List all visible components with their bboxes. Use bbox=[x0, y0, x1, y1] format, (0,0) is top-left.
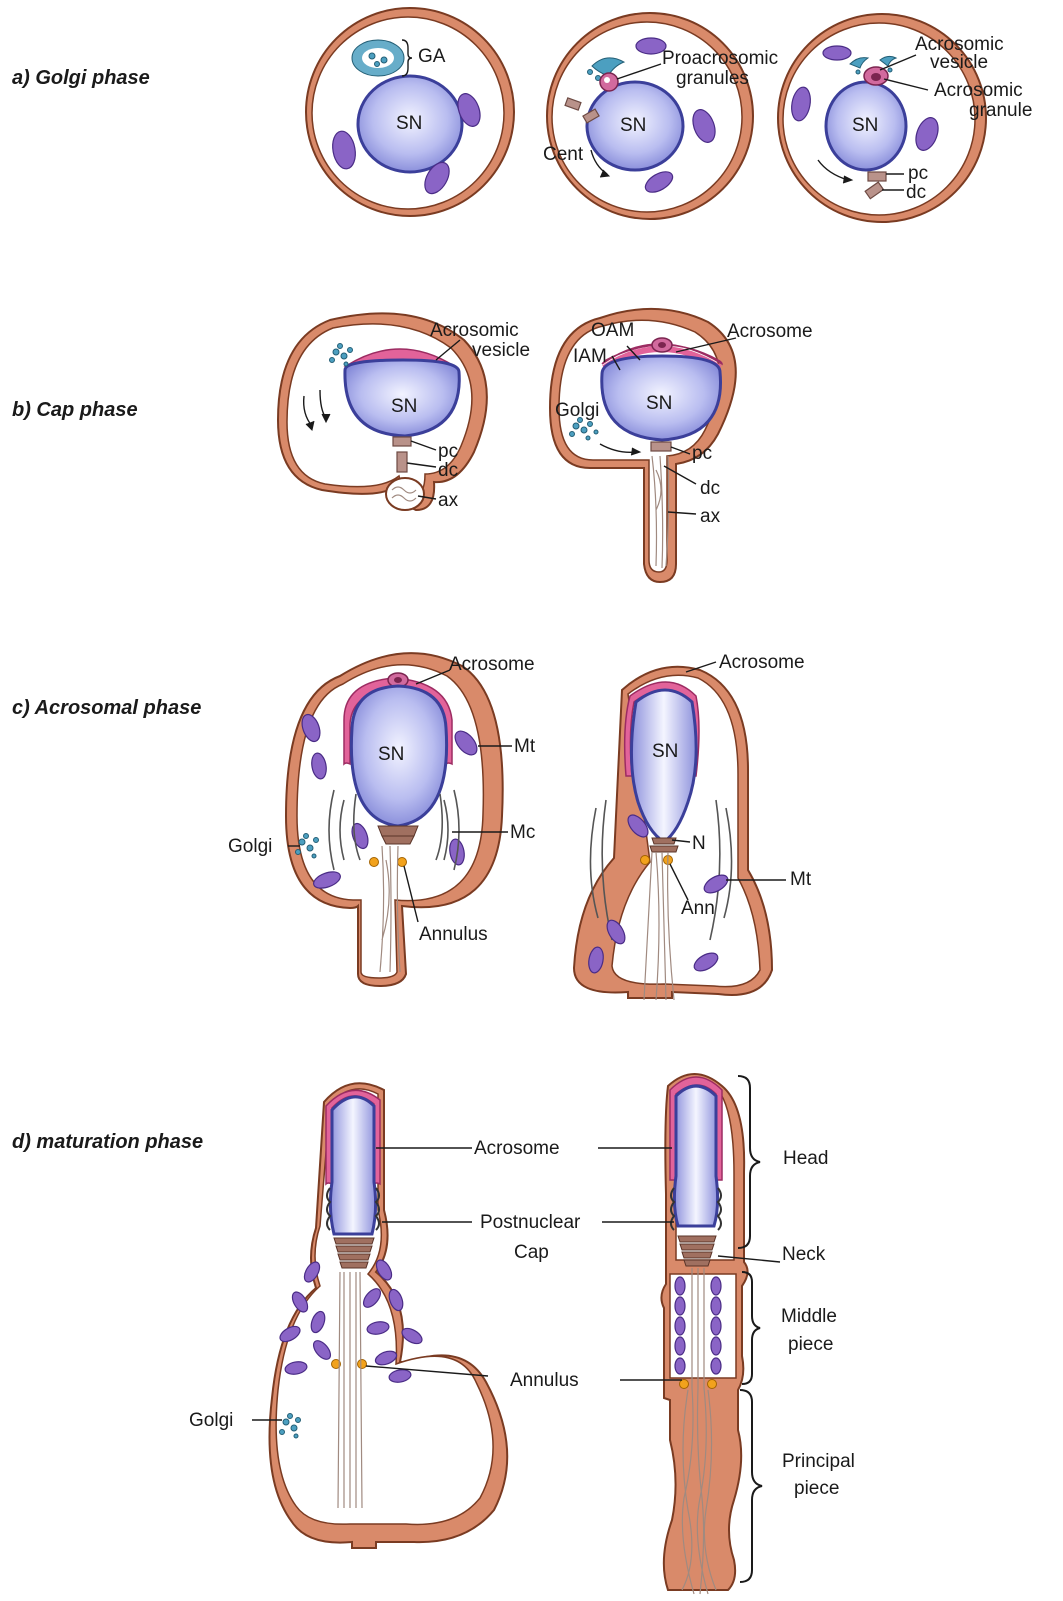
label-acrosome: Acrosome bbox=[727, 321, 813, 342]
label-annulus: Annulus bbox=[510, 1370, 579, 1391]
label-mt: Mt bbox=[790, 869, 812, 890]
sperm-head-nucleus bbox=[674, 1086, 717, 1226]
label-golgi: Golgi bbox=[189, 1410, 233, 1431]
label-acrosomic-vesicle-2: vesicle bbox=[472, 340, 530, 361]
label-dc: dc bbox=[438, 460, 458, 481]
golgi-phase-cell-2: Proacrosomic granules Cent SN bbox=[543, 13, 778, 219]
proximal-centriole-icon bbox=[868, 172, 886, 181]
phase-label-acrosomal: c) Acrosomal phase bbox=[12, 697, 201, 719]
label-postnuclear-2: Cap bbox=[514, 1242, 549, 1263]
golgi-apparatus-icon bbox=[352, 40, 404, 76]
bracket-principal-piece bbox=[740, 1390, 762, 1582]
label-pc: pc bbox=[438, 441, 458, 462]
annulus-icon bbox=[370, 858, 379, 867]
label-pc: pc bbox=[908, 163, 928, 184]
label-dc: dc bbox=[906, 182, 926, 203]
label-middle-piece-1: Middle bbox=[781, 1306, 837, 1327]
label-postnuclear-1: Postnuclear bbox=[480, 1212, 581, 1233]
label-ga: GA bbox=[418, 46, 446, 67]
label-cent: Cent bbox=[543, 144, 584, 165]
phase-label-golgi: a) Golgi phase bbox=[12, 67, 150, 89]
acrosomal-phase-cell-2: Acrosome SN N Ann Mt bbox=[574, 652, 812, 1000]
spermatid-nucleus bbox=[330, 1097, 375, 1234]
label-golgi: Golgi bbox=[228, 836, 272, 857]
axoneme-bud bbox=[386, 478, 424, 510]
label-oam: OAM bbox=[591, 320, 634, 341]
label-mc: Mc bbox=[510, 822, 535, 843]
annulus-icon bbox=[358, 1360, 367, 1369]
annulus-icon bbox=[708, 1380, 717, 1389]
annulus-icon bbox=[680, 1380, 689, 1389]
label-dc: dc bbox=[700, 478, 720, 499]
label-sn: SN bbox=[620, 115, 646, 136]
distal-centriole-icon bbox=[397, 452, 407, 472]
label-head: Head bbox=[783, 1148, 828, 1169]
label-middle-piece-2: piece bbox=[788, 1334, 833, 1355]
maturation-phase-cell-2: Head Neck Middle piece Principal piece bbox=[598, 1074, 855, 1594]
label-annulus: Annulus bbox=[419, 924, 488, 945]
label-sn: SN bbox=[396, 113, 422, 134]
golgi-phase-cell-3: Acrosomic vesicle Acrosomic granule pc d… bbox=[778, 14, 1032, 222]
annulus-icon bbox=[641, 856, 650, 865]
label-principal-piece-1: Principal bbox=[782, 1451, 855, 1472]
label-n: N bbox=[692, 833, 706, 854]
label-golgi: Golgi bbox=[555, 400, 599, 421]
label-proacrosomic-granules-1: Proacrosomic bbox=[662, 48, 778, 69]
mitochondrion-icon bbox=[823, 46, 851, 60]
proximal-centriole-icon bbox=[651, 442, 671, 451]
label-principal-piece-2: piece bbox=[794, 1478, 839, 1499]
label-neck: Neck bbox=[782, 1244, 826, 1265]
label-proacrosomic-granules-2: granules bbox=[676, 68, 749, 89]
annulus-icon bbox=[398, 858, 407, 867]
label-ax: ax bbox=[438, 490, 459, 511]
proximal-centriole-icon bbox=[393, 437, 411, 446]
bracket-middle-piece bbox=[742, 1272, 760, 1384]
label-iam: IAM bbox=[573, 346, 607, 367]
label-ax: ax bbox=[700, 506, 721, 527]
label-pc: pc bbox=[692, 443, 712, 464]
acrosomal-phase-cell-1: Acrosome SN Mt Mc Golgi Annulus bbox=[228, 653, 536, 986]
label-acrosomic-vesicle-1: Acrosomic bbox=[430, 320, 519, 341]
label-acrosomic-granule-1: Acrosomic bbox=[934, 80, 1023, 101]
label-acrosomic-vesicle-2: vesicle bbox=[930, 52, 988, 73]
label-mt: Mt bbox=[514, 736, 536, 757]
label-sn: SN bbox=[391, 396, 417, 417]
phase-label-maturation: d) maturation phase bbox=[12, 1131, 203, 1153]
label-sn: SN bbox=[646, 393, 672, 414]
label-sn: SN bbox=[378, 744, 404, 765]
label-sn: SN bbox=[652, 741, 678, 762]
label-acrosome: Acrosome bbox=[474, 1138, 560, 1159]
cap-phase-cell-2: OAM IAM Acrosome Golgi SN pc dc ax bbox=[550, 309, 813, 582]
maturation-phase-cell-1: Golgi bbox=[189, 1083, 507, 1548]
label-acrosome: Acrosome bbox=[449, 654, 535, 675]
cap-phase-cell-1: Acrosomic vesicle SN pc dc ax bbox=[278, 313, 530, 511]
phase-label-cap: b) Cap phase bbox=[12, 399, 138, 421]
golgi-phase-cell-1: GA SN bbox=[306, 8, 514, 216]
label-acrosomic-granule-2: granule bbox=[969, 100, 1032, 121]
label-acrosome: Acrosome bbox=[719, 652, 805, 673]
label-ann: Ann bbox=[681, 898, 715, 919]
label-sn: SN bbox=[852, 115, 878, 136]
